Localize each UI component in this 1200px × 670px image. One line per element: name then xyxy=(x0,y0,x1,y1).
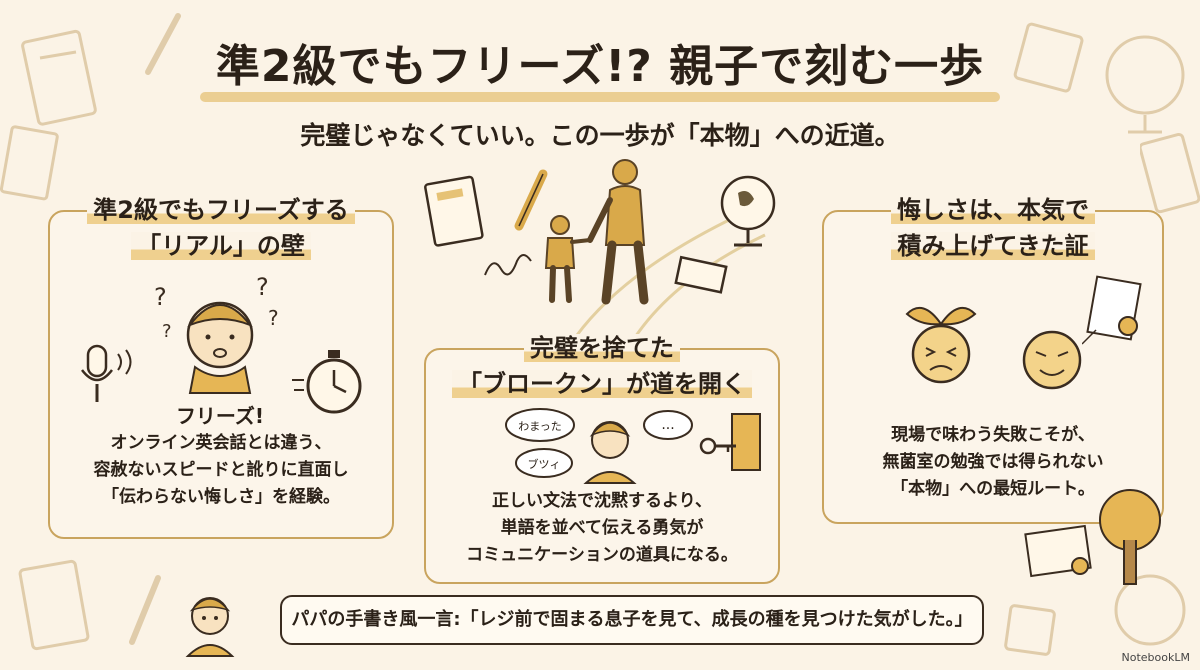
speech-bubbles-illustration xyxy=(505,408,693,484)
svg-text:?: ? xyxy=(154,283,167,311)
notebook-icon xyxy=(424,175,484,247)
confused-boy-icon: ? ? ? ? xyxy=(154,275,279,394)
panel-center-body-line1: 正しい文法で沈黙するより、 xyxy=(492,491,712,511)
page-title: 準2級でもフリーズ!? 親子で刻む一歩 xyxy=(215,41,985,92)
page-subtitle: 完璧じゃなくていい。この一歩が「本物」への近道。 xyxy=(300,121,900,150)
globe-icon xyxy=(1114,574,1186,646)
tree-icon xyxy=(1099,489,1161,585)
notebook-icon xyxy=(21,29,97,126)
panel-right-heading-line2: 積み上げてきた証 xyxy=(891,232,1095,260)
title-underline xyxy=(200,92,1000,102)
panel-right-heading: 悔しさは、本気で 積み上げてきた証 xyxy=(822,192,1164,264)
globe-icon xyxy=(720,175,776,247)
freeze-label: フリーズ! xyxy=(175,404,265,428)
squiggle-icon xyxy=(484,254,532,276)
panel-center-body-line2: 単語を並べて伝える勇気が xyxy=(500,518,704,538)
panel-left-heading: 準2級でもフリーズする 「リアル」の壁 xyxy=(48,192,394,264)
determined-face-icon xyxy=(1022,330,1082,390)
key-door-icon xyxy=(699,413,761,471)
panel-right-body-line2: 無菌室の勉強では得られない xyxy=(882,452,1104,472)
panel-right-heading-line1: 悔しさは、本気で xyxy=(891,196,1095,224)
panel-left-heading-line2: 「リアル」の壁 xyxy=(131,232,311,260)
brand-label: NotebookLM xyxy=(1121,651,1190,664)
diploma-icon xyxy=(1024,524,1092,578)
certificate-icon xyxy=(1082,275,1142,345)
pen-icon xyxy=(145,13,181,75)
panel-center-heading: 完璧を捨てた 「ブロークン」が道を開く xyxy=(424,330,780,402)
pen-icon xyxy=(514,169,548,231)
stopwatch-icon xyxy=(292,350,362,414)
panel-left-heading-line1: 準2級でもフリーズする xyxy=(87,196,355,224)
dad-quote: パパの手書き風一言:「レジ前で固まる息子を見て、成長の種を見つけた気がした。」 xyxy=(280,595,984,645)
panel-right-body-line3: 「本物」への最短ルート。 xyxy=(891,479,1095,499)
panel-left-body-line3: 「伝わらない悔しさ」を経験。 xyxy=(102,487,340,507)
svg-text:?: ? xyxy=(162,321,172,342)
panel-left-body-line2: 容赦ないスピードと訛りに直面し xyxy=(93,460,349,480)
panel-center-heading-line1: 完璧を捨てた xyxy=(524,334,680,362)
notebook-icon xyxy=(1013,22,1084,93)
panel-left-body-line1: オンライン英会話とは違う、 xyxy=(110,433,332,453)
pen-icon xyxy=(129,575,161,645)
panel-right-body-line1: 現場で味わう失敗こそが、 xyxy=(891,425,1095,445)
globe-icon xyxy=(1105,35,1185,134)
photo-frame-icon xyxy=(0,125,59,201)
svg-text:?: ? xyxy=(268,306,279,330)
panel-center-body-line3: コミュニケーションの道具になる。 xyxy=(466,545,738,565)
svg-text:?: ? xyxy=(256,275,269,301)
speech-bubble-right: ... xyxy=(661,417,675,433)
panel-right-body: 現場で味わう失敗こそが、 無菌室の勉強では得られない 「本物」への最短ルート。 xyxy=(822,422,1164,503)
speech-bubble-left-top: わまった xyxy=(518,420,562,433)
microphone-icon xyxy=(81,344,132,402)
notebook-icon xyxy=(18,559,90,651)
notebook-icon xyxy=(1140,132,1200,214)
panel-center-body: 正しい文法で沈黙するより、 単語を並べて伝える勇気が コミュニケーションの道具に… xyxy=(424,488,780,569)
dad-avatar xyxy=(185,597,235,657)
speech-bubble-left-bottom: ブツィ xyxy=(527,458,561,471)
sprout-frustrated-face-icon xyxy=(905,306,977,384)
notebook-icon xyxy=(1004,604,1056,656)
panel-center-heading-line2: 「ブロークン」が道を開く xyxy=(452,370,752,398)
panel-left-body: オンライン英会話とは違う、 容赦ないスピードと訛りに直面し 「伝わらない悔しさ」… xyxy=(48,430,394,511)
panel-frustration-proof xyxy=(822,210,1164,524)
book-stack-icon xyxy=(674,255,728,294)
